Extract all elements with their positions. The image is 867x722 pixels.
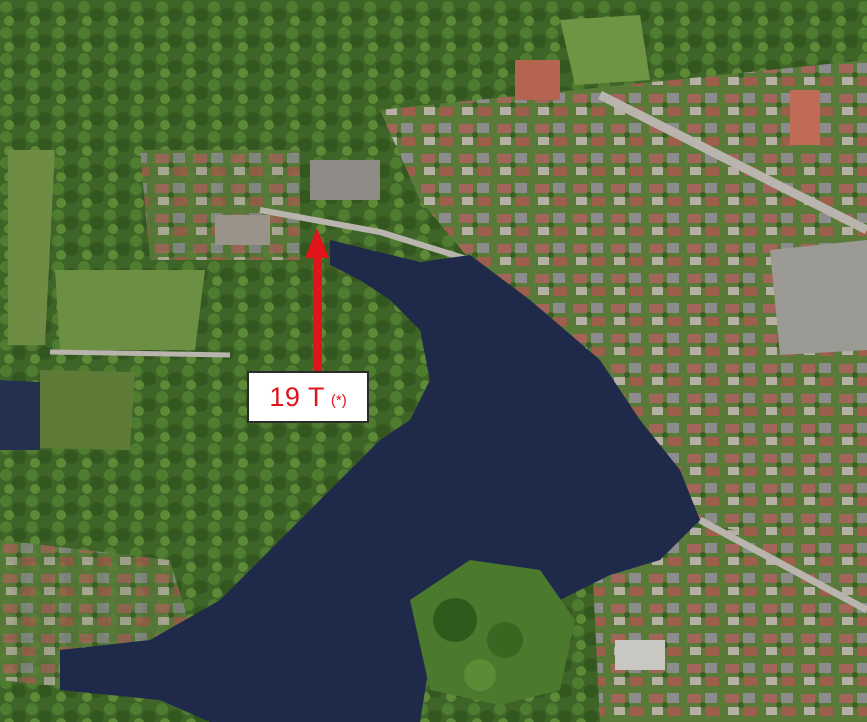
canal-west [0, 380, 40, 450]
marker-note: (*) [330, 391, 347, 409]
road-southeast [698, 516, 867, 614]
field-west [8, 150, 55, 345]
building-row-east [790, 90, 820, 145]
building-greenhouse [615, 640, 665, 670]
park-lawn [55, 270, 205, 350]
road-central [259, 207, 471, 263]
marker-label: 19 T [269, 381, 325, 412]
footpath-west [49, 349, 231, 358]
residential-area-east [380, 60, 867, 560]
building-red-roof [515, 60, 560, 100]
garden-plot [38, 370, 135, 450]
field-north [560, 15, 650, 85]
map-marker-label[interactable]: 19 T (*) [247, 371, 369, 423]
church-building [310, 160, 380, 200]
road-northeast [597, 90, 867, 235]
building-large [215, 215, 270, 245]
parking-lot [770, 240, 867, 355]
